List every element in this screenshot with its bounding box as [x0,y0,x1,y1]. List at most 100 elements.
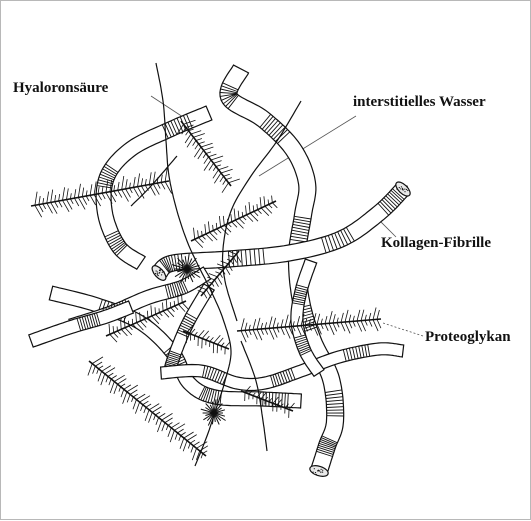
proteoglycan-bristle [155,412,160,415]
fibril-stipple [404,191,405,192]
proteoglycan-bristle [199,142,205,144]
proteoglycan-bristle [215,272,220,274]
proteoglycan-bristle [213,225,214,231]
proteoglycan-bristle [175,306,178,310]
proteoglycan-bristle [175,433,177,440]
fibril-stipple [404,189,405,190]
proteoglycan-bristle [257,318,260,330]
proteoglycan-bristle [98,371,102,381]
proteoglycan-bristle [97,369,99,374]
proteoglycan-bristle [159,313,162,316]
fibril-stipple [403,189,404,190]
proteoglycan-bristle [345,310,348,322]
proteoglycan-bristle [204,157,209,164]
proteoglycan-bristle [214,161,222,164]
leader-proteoglycan [383,323,423,336]
proteoglycan-bristle [225,342,230,347]
proteoglycan-bristle [191,446,194,453]
proteoglycan-bristle [121,389,124,397]
proteoglycan-bristle [241,331,246,343]
proteoglycan-bristle [243,217,246,220]
proteoglycan-bristle [246,215,253,222]
proteoglycan-bristle [82,188,83,197]
proteoglycan-bristle [373,308,376,320]
proteoglycan-bristle [132,397,134,402]
fibril-stipple [318,470,319,471]
proteoglycan-bristle [163,311,169,317]
fibril-stipple [157,271,158,272]
proteoglycan-bristle [321,324,323,329]
proteoglycan-bristle [190,440,195,443]
proteoglycan-bristle [202,331,209,339]
proteoglycan-bristle [220,274,223,278]
proteoglycan-bristle [325,316,327,324]
proteoglycan-bristle [329,323,334,335]
proteoglycan-bristle [201,453,203,458]
proteoglycan-bristle [373,320,378,331]
proteoglycan-bristle [114,191,117,196]
proteoglycan-bristle [257,204,258,210]
proteoglycan-bristle [182,303,188,310]
proteoglycan-bristle [333,314,335,323]
proteoglycan-bristle [353,321,355,326]
proteoglycan-bristle [269,205,273,209]
proteoglycan-bristle [135,402,139,414]
fibril-stipple [405,185,406,186]
proteoglycan-bristle [209,154,217,157]
proteoglycan-bristle [217,277,222,285]
fibril-stipple [320,472,321,473]
proteoglycan-bristle [341,322,345,331]
proteoglycan-bristle [70,199,73,204]
proteoglycan-brush [183,325,230,355]
proteoglycan-bristle [202,236,205,240]
collagen-fibril [96,106,212,269]
proteoglycan-bristle [211,156,223,160]
proteoglycan-bristle [216,223,217,229]
label-proteoglycan: Proteoglykan [425,329,511,346]
proteoglycan-bristle [67,188,69,199]
fibril-stipple [316,474,317,475]
proteoglycan-bristle [269,317,272,329]
proteoglycan-bristle [102,366,111,372]
proteoglycan-bristle [183,441,187,452]
proteoglycan-bristle [90,184,92,195]
proteoglycan-bristle [231,214,232,222]
proteoglycan-bristle [168,428,171,437]
proteoglycan-bristle [228,219,229,224]
proteoglycan-bristle [269,328,274,339]
proteoglycan-bristle [253,319,256,330]
proteoglycan-bristle [254,211,258,215]
proteoglycan-bristle [188,443,190,448]
label-interstitial-water: interstitielles Wasser [353,94,486,111]
proteoglycan-bristle [234,209,235,221]
proteoglycan-bristle [118,379,127,385]
fibril-stipple [407,186,408,187]
proteoglycan-bristle [35,192,37,206]
proteoglycan-bristle [218,269,222,271]
proteoglycan-bristle [200,446,208,451]
proteoglycan-bristle [273,318,276,328]
proteoglycan-bristle [245,323,247,331]
proteoglycan-bristle [206,336,209,340]
proteoglycan-bristle [361,310,364,321]
fibril-stipple [396,188,397,189]
proteoglycan-bristle [145,410,149,421]
proteoglycan-bristle [147,311,148,318]
proteoglycan-bristle [215,280,219,287]
proteoglycan-bristle [156,314,161,319]
proteoglycan-bristle [126,179,128,189]
fibril-stipple [399,187,400,188]
proteoglycan-bristle [265,322,267,328]
proteoglycan-bristle [138,173,140,186]
proteoglycan-bristle [213,167,216,171]
proteoglycan-bristle [130,188,133,193]
proteoglycan-bristle [186,131,189,135]
proteoglycan-bristle [109,324,110,335]
proteoglycan-bristle [124,385,131,389]
proteoglycan-bristle [218,338,224,345]
proteoglycan-bristle [111,376,117,380]
proteoglycan-bristle [108,373,113,376]
fibril-stipple [157,273,158,274]
proteoglycan-bristle [221,169,233,173]
proteoglycan-bristle [232,222,237,227]
